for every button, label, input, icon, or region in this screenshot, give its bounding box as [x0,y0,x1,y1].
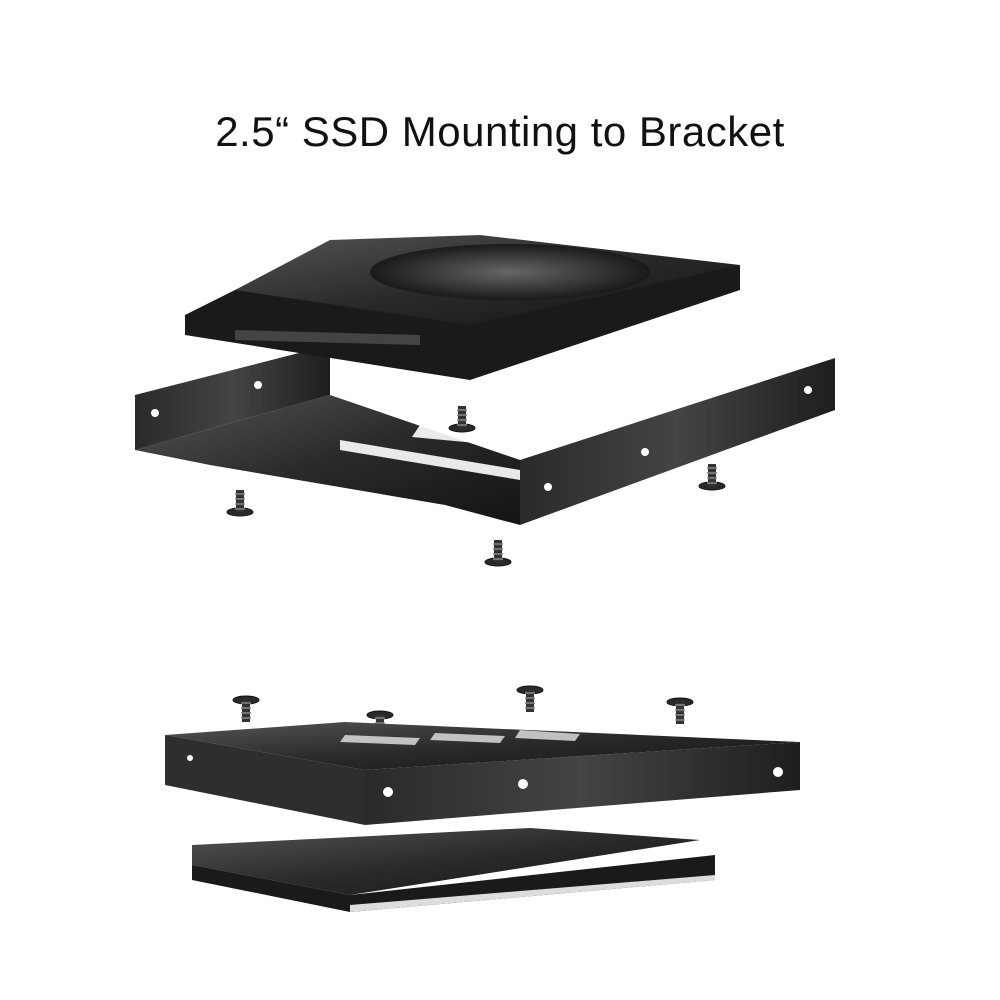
screw-icon [484,539,512,567]
hard-drive [185,235,740,380]
screw-icon [516,685,544,713]
top-bracket [135,345,835,525]
ssd [192,828,715,912]
page-title: 2.5“ SSD Mounting to Bracket [215,108,785,155]
screw-icon [698,463,726,491]
screw-icon [232,695,260,723]
screw-icon [226,489,254,517]
sata-connector [235,330,420,345]
disk-platter-cover [370,244,650,300]
screw-icon [666,697,694,725]
bottom-bracket [165,722,800,825]
